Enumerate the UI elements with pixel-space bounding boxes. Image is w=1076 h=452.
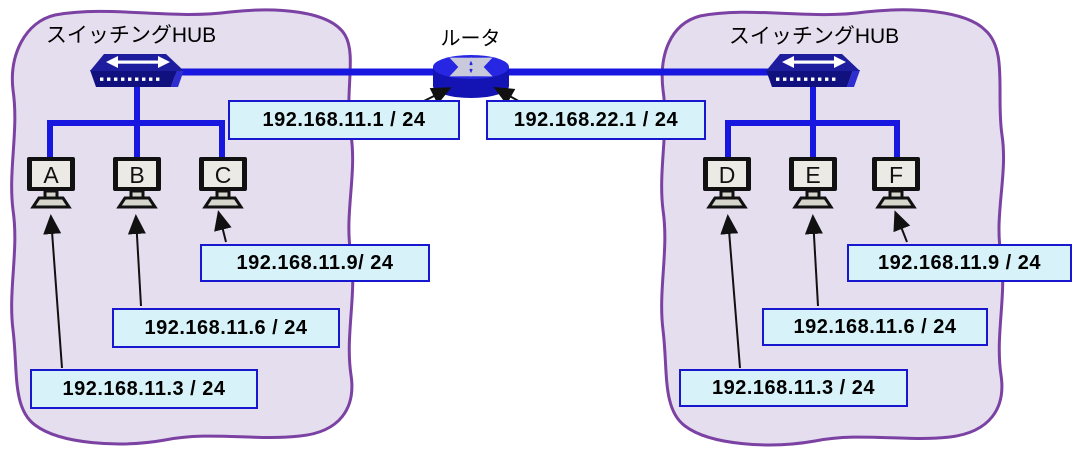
- ip-label-computer-b: 192.168.11.6 / 24: [112, 308, 340, 348]
- ip-label-computer-d: 192.168.11.3 / 24: [679, 369, 908, 407]
- left-lan-cables: [47, 84, 225, 159]
- arrow-to-computer-c: [214, 210, 232, 243]
- right-switch-icon: [766, 54, 860, 87]
- computer-e-letter: E: [805, 162, 820, 188]
- arrow-to-computer-f: [893, 210, 911, 243]
- computer-d-letter: D: [719, 162, 736, 188]
- ip-label-router-left-interface: 192.168.11.1 / 24: [228, 100, 460, 140]
- router-arrows-icon: [449, 57, 493, 77]
- left-hub-label: スイッチングHUB: [45, 24, 217, 47]
- computer-c-icon: C: [199, 157, 247, 209]
- ip-label-computer-c: 192.168.11.9/ 24: [200, 244, 430, 282]
- router-icon: [433, 55, 509, 98]
- computer-a-icon: A: [27, 157, 75, 209]
- arrow-to-computer-d: [720, 214, 741, 369]
- right-lan-cables: [725, 84, 900, 159]
- ip-label-computer-f: 192.168.11.9 / 24: [847, 244, 1072, 282]
- computer-b-letter: B: [129, 162, 144, 188]
- computer-f-letter: F: [889, 162, 903, 188]
- switch-ports: [776, 77, 836, 81]
- right-hub-label: スイッチングHUB: [728, 25, 900, 48]
- ip-label-computer-e: 192.168.11.6 / 24: [762, 308, 988, 346]
- computer-a-letter: A: [43, 162, 59, 188]
- computer-b-icon: B: [113, 157, 161, 209]
- switch-arrow-icon: [782, 56, 846, 68]
- switch-arrow-icon: [106, 56, 170, 68]
- computer-c-letter: C: [215, 162, 232, 188]
- computer-e-icon: E: [789, 157, 837, 209]
- computer-f-icon: F: [872, 157, 920, 209]
- ip-label-computer-a: 192.168.11.3 / 24: [30, 369, 258, 409]
- ip-label-router-right-interface: 192.168.22.1 / 24: [486, 100, 706, 140]
- computer-icons: A B C D: [27, 157, 920, 209]
- computer-d-icon: D: [703, 157, 751, 209]
- arrow-to-computer-b: [127, 214, 146, 307]
- arrow-to-computer-e: [804, 214, 823, 307]
- left-switch-icon: [90, 54, 184, 87]
- router-label: ルータ: [440, 28, 501, 50]
- switch-ports: [100, 77, 160, 81]
- arrow-to-computer-a: [43, 214, 63, 369]
